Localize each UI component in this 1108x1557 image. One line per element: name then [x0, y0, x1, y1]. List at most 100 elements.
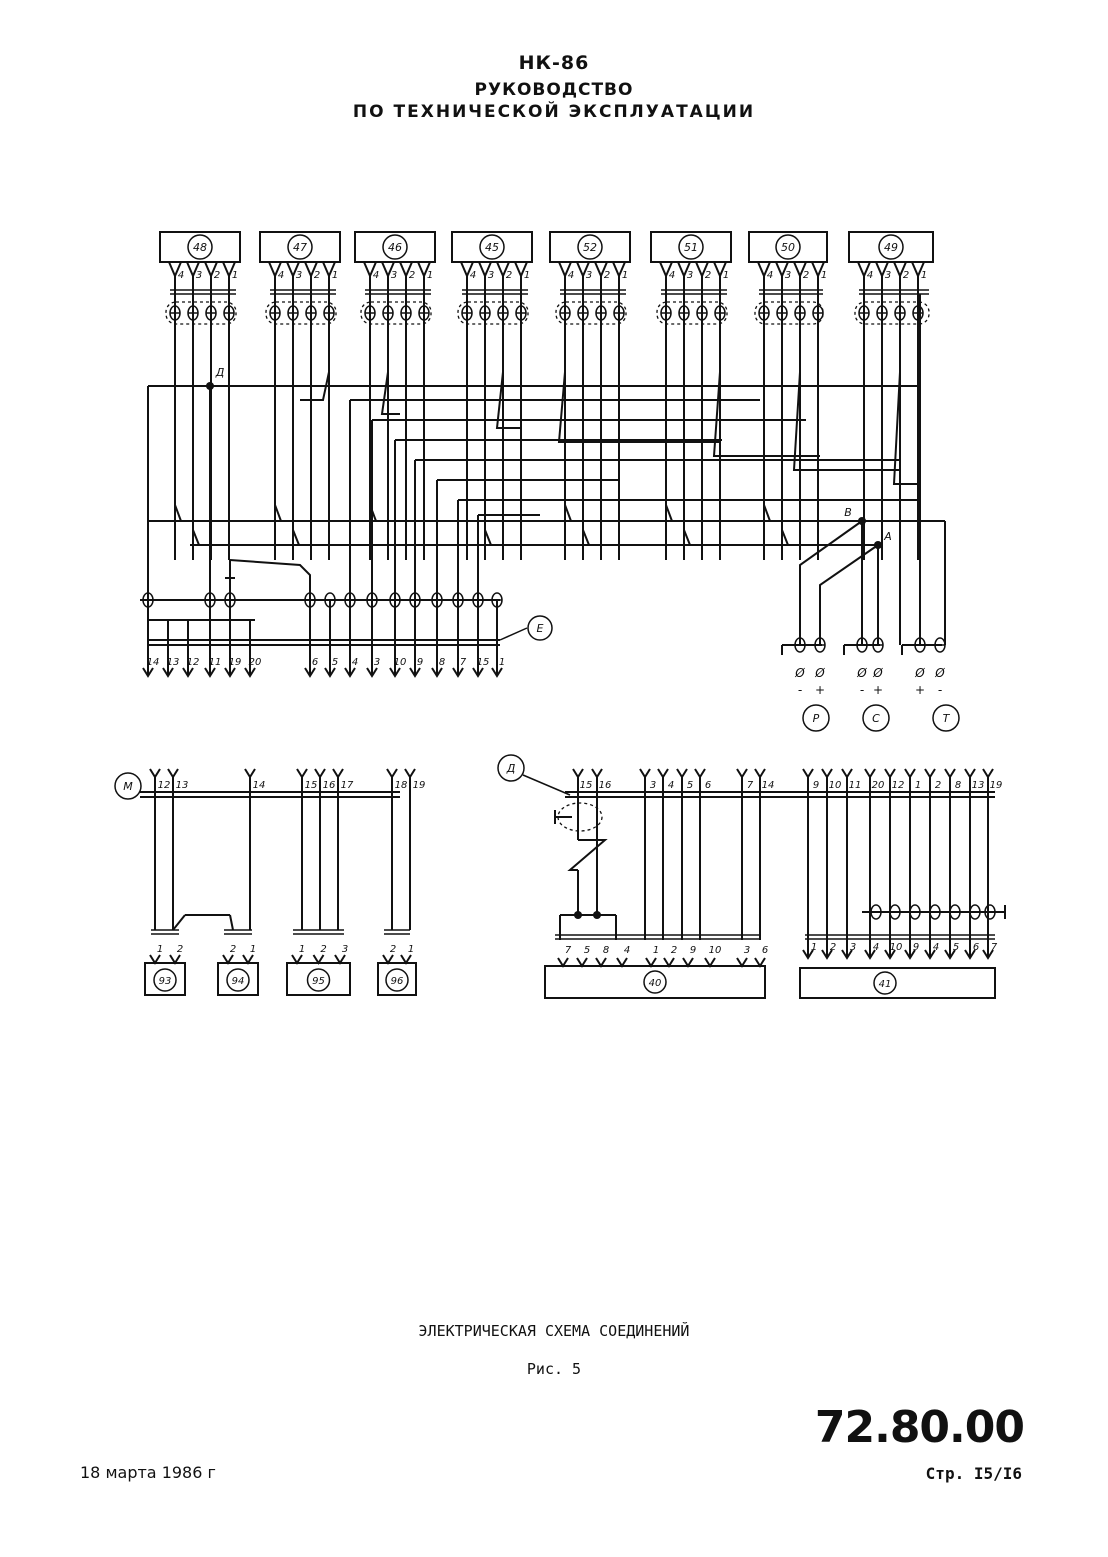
lower-right-pin-19-17: 19 — [990, 780, 1003, 791]
connector-45-pin-1: 1 — [524, 270, 530, 281]
connector-52-pin-2: 2 — [604, 270, 610, 281]
unit-41-pin-5-7: 5 — [953, 942, 959, 953]
supply-Р-terminal-a: Ø — [794, 666, 805, 680]
lower-left-pin-19: 19 — [413, 780, 426, 791]
unit-40-pin-1-4: 1 — [653, 945, 659, 956]
connector-47-label: 47 — [293, 241, 307, 254]
unit-96-circle — [385, 968, 409, 992]
bottom-left-pin-11: 11 — [209, 657, 222, 668]
connector-48-pin-3: 3 — [196, 270, 202, 281]
connector-51-label: 51 — [684, 241, 698, 254]
supply-Р-polarity-b: + — [815, 683, 825, 697]
lower-right-pin-4-3: 4 — [668, 780, 674, 791]
unit-94-pin-1-1: 1 — [250, 944, 256, 955]
document-title-line-2: ПО ТЕХНИЧЕСКОЙ ЭКСПЛУАТАЦИИ — [352, 102, 756, 122]
connector-49-label: 49 — [884, 241, 898, 254]
document-code: НК-86 — [518, 52, 590, 74]
unit-40-pin-4-3: 4 — [624, 945, 630, 956]
bottom-left-pin-19: 19 — [229, 657, 242, 668]
lower-right-pin-10-9: 10 — [829, 780, 842, 791]
unit-41-pin-7-9: 7 — [991, 942, 998, 953]
lower-left-pin-16: 16 — [323, 780, 336, 791]
unit-95-pin-2-1: 2 — [320, 944, 326, 955]
connector-45-pin-2: 2 — [506, 270, 512, 281]
connector-47-pin-3: 3 — [296, 270, 302, 281]
bus-d-label: Д — [506, 762, 516, 775]
unit-93-pin-1-0: 1 — [157, 944, 163, 955]
unit-40-pin-6-9: 6 — [762, 945, 768, 956]
lower-right-pin-20-11: 20 — [872, 780, 885, 791]
supply-С-circle — [862, 704, 890, 732]
bottom-right-pin-9: 9 — [417, 657, 423, 668]
lower-right-pin-14-7: 14 — [762, 780, 775, 791]
lower-right-pin-15-0: 15 — [580, 780, 593, 791]
unit-40-pin-9-6: 9 — [690, 945, 696, 956]
lower-right-pin-12-12: 12 — [892, 780, 905, 791]
unit-40-circle — [643, 970, 667, 994]
junction-40-b — [593, 911, 601, 919]
supply-Т-label: Т — [943, 712, 951, 725]
junction-40-a — [574, 911, 582, 919]
bottom-right-pin-10: 10 — [394, 657, 407, 668]
node-v-dot — [858, 517, 866, 525]
connector-52-pin-4: 4 — [568, 270, 574, 281]
lower-right-pin-8-15: 8 — [955, 780, 961, 791]
unit-41-pin-1-0: 1 — [811, 942, 817, 953]
lower-right-pin-2-14: 2 — [935, 780, 941, 791]
connector-50-circle — [775, 234, 801, 260]
bus-m-circle — [114, 772, 142, 800]
lower-left-pin-18: 18 — [395, 780, 408, 791]
unit-95-circle — [306, 968, 331, 992]
connector-52-pin-3: 3 — [586, 270, 592, 281]
lower-right-pin-3-2: 3 — [650, 780, 656, 791]
connector-50-pin-1: 1 — [821, 270, 827, 281]
connector-47-pin-4: 4 — [278, 270, 284, 281]
lower-right-pin-13-16: 13 — [972, 780, 985, 791]
node-a-dot — [874, 541, 882, 549]
unit-96-pin-1-1: 1 — [408, 944, 414, 955]
unit-40-pin-2-5: 2 — [671, 945, 677, 956]
unit-40-pin-10-7: 10 — [709, 945, 722, 956]
connector-51-pin-2: 2 — [705, 270, 711, 281]
unit-41-pin-6-8: 6 — [973, 942, 979, 953]
figure-caption-title: ЭЛЕКТРИЧЕСКАЯ СХЕМА СОЕДИНЕНИЙ — [418, 1322, 690, 1340]
lower-left-pin-15: 15 — [305, 780, 318, 791]
unit-95-pin-1-0: 1 — [299, 944, 305, 955]
supply-С-polarity-b: + — [873, 683, 883, 697]
bottom-right-pin-1: 1 — [499, 657, 505, 668]
unit-96-label: 96 — [391, 976, 404, 987]
unit-41-circle — [873, 971, 897, 995]
connector-49-circle — [878, 234, 904, 260]
unit-41-label: 41 — [879, 979, 892, 990]
connector-48-pin-2: 2 — [214, 270, 220, 281]
connector-50-label: 50 — [781, 241, 795, 254]
supply-Т-circle — [932, 704, 960, 732]
supply-Т-polarity-a: + — [915, 683, 925, 697]
unit-95-label: 95 — [312, 976, 325, 987]
connector-45-pin-4: 4 — [470, 270, 476, 281]
unit-94-label: 94 — [232, 976, 245, 987]
unit-41-pin-10-4: 10 — [890, 942, 903, 953]
connector-47-pin-1: 1 — [332, 270, 338, 281]
bottom-left-pin-20: 20 — [249, 657, 262, 668]
connector-50-pin-3: 3 — [785, 270, 791, 281]
unit-40-label: 40 — [649, 978, 662, 989]
connector-46-label: 46 — [388, 241, 402, 254]
unit-41-pin-2-1: 2 — [830, 942, 836, 953]
connector-46-circle — [382, 234, 408, 260]
node-a-label: А — [883, 530, 892, 543]
revision-date: 18 марта 1986 г — [80, 1463, 216, 1482]
connector-47-circle — [287, 234, 313, 260]
connector-52-label: 52 — [583, 241, 597, 254]
supply-Т-terminal-a: Ø — [914, 666, 925, 680]
connector-51-pin-4: 4 — [669, 270, 675, 281]
bottom-left-pin-13: 13 — [167, 657, 180, 668]
connector-46-pin-3: 3 — [391, 270, 397, 281]
connector-52-pin-1: 1 — [622, 270, 628, 281]
connector-45-circle — [479, 234, 505, 260]
supply-С-label: С — [872, 712, 880, 725]
connector-50-pin-2: 2 — [803, 270, 809, 281]
connector-48-label: 48 — [193, 241, 207, 254]
node-d-dot — [206, 382, 214, 390]
